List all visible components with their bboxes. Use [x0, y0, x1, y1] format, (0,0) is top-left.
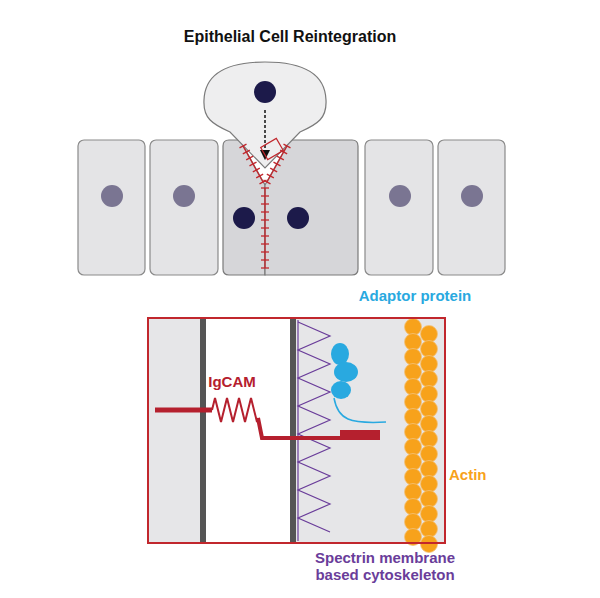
actin-bead [405, 454, 422, 471]
epithelial-cell [365, 140, 433, 275]
actin-bead [405, 424, 422, 441]
actin-bead [421, 416, 438, 433]
membrane [290, 319, 296, 542]
actin-bead [405, 364, 422, 381]
actin-bead [405, 409, 422, 426]
nucleus [461, 185, 483, 207]
epithelial-cell [265, 140, 358, 275]
spectrin-network [298, 320, 330, 541]
actin-bead [421, 401, 438, 418]
zoom-frame [148, 318, 445, 543]
actin-bead [405, 334, 422, 351]
actin-bead [421, 476, 438, 493]
actin-bead [421, 521, 438, 538]
junction-marks [240, 144, 291, 268]
spectrin-strand [297, 320, 298, 541]
zoom-box [261, 138, 284, 159]
actin-bead [421, 356, 438, 373]
movement-arrow [264, 110, 266, 158]
protein-label: Spectrin membrane based cytoskeleton [295, 549, 475, 584]
nucleus [287, 207, 309, 229]
nucleus [233, 207, 255, 229]
detached-cell [204, 62, 326, 168]
adaptor-link [334, 398, 386, 422]
nucleus [254, 81, 276, 103]
title: Epithelial Cell Reintegration [184, 28, 396, 46]
epithelial-cell [150, 140, 218, 275]
nucleus [389, 185, 411, 207]
actin-bead [421, 386, 438, 403]
actin-bead [421, 491, 438, 508]
actin-bead [421, 326, 438, 343]
actin-bead [405, 349, 422, 366]
zoom-panel [148, 318, 445, 543]
junction-line [264, 188, 265, 268]
actin-bead [421, 446, 438, 463]
protein-label: Adaptor protein [359, 287, 472, 304]
actin-bead [405, 469, 422, 486]
actin-bead [421, 341, 438, 358]
actin-bead [421, 506, 438, 523]
actin-bead [405, 379, 422, 396]
actin-bead [405, 499, 422, 516]
actin-bead [405, 319, 422, 336]
actin-bead [405, 394, 422, 411]
actin-bead [421, 371, 438, 388]
actin-filament [405, 319, 438, 553]
igcam-protein [155, 398, 380, 440]
membrane [200, 319, 206, 542]
actin-bead [405, 439, 422, 456]
actin-bead [421, 431, 438, 448]
actin-bead [405, 484, 422, 501]
protein-label: Actin [449, 466, 487, 483]
adaptor-protein [331, 343, 358, 399]
epithelial-cell [438, 140, 505, 275]
epithelial-cell [78, 140, 145, 275]
nucleus [101, 185, 123, 207]
protein-label: IgCAM [208, 373, 256, 390]
spectrin-strand [298, 322, 330, 532]
actin-bead [421, 461, 438, 478]
cytoplasm [293, 319, 444, 542]
cytoplasm [149, 319, 200, 542]
actin-bead [405, 514, 422, 531]
junction-line [267, 146, 287, 182]
nucleus [173, 185, 195, 207]
junction-line [243, 146, 263, 182]
